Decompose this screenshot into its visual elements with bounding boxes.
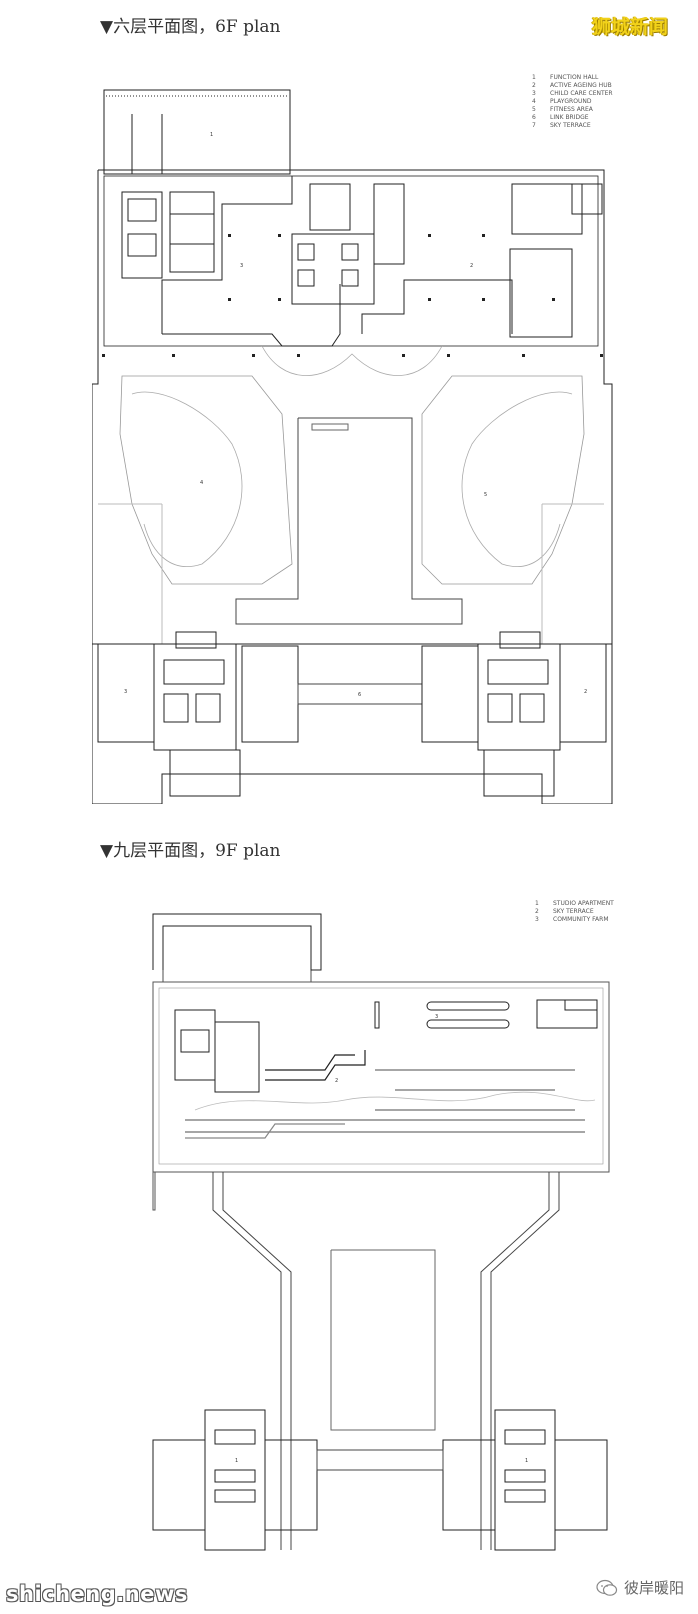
plan6-room-label: 3 <box>124 689 127 695</box>
legend-item: 7 SKY TERRACE <box>532 122 613 130</box>
courtyard-outline <box>235 417 463 625</box>
wechat-icon <box>596 1579 618 1596</box>
plan6-room-label: 6 <box>358 692 361 698</box>
legend-label: SKY TERRACE <box>550 122 591 129</box>
plan6-drawing: 1 3 2 4 5 3 6 2 <box>92 89 613 804</box>
plan9-room-label: 1 <box>525 1458 528 1464</box>
plan9-caption: ▼九层平面图，9F plan <box>100 841 281 861</box>
plan9-room-label: 2 <box>335 1078 338 1084</box>
legend-number: 3 <box>532 90 536 97</box>
legend-number: 1 <box>532 74 536 81</box>
legend-number: 7 <box>532 122 536 129</box>
legend-number: 2 <box>535 908 539 915</box>
legend-number: 4 <box>532 98 536 105</box>
legend-label: COMMUNITY FARM <box>553 916 609 923</box>
legend-number: 2 <box>532 82 536 89</box>
tower-right-wing <box>559 643 607 743</box>
legend-item: 5 FITNESS AREA <box>532 106 613 114</box>
top-block <box>152 913 322 971</box>
legend-item: 6 LINK BRIDGE <box>532 114 613 122</box>
legend-item: 4 PLAYGROUND <box>532 98 613 106</box>
legend-label: LINK BRIDGE <box>550 114 589 121</box>
plan6-room-label: 3 <box>240 263 243 269</box>
legend-item: 1 STUDIO APARTMENT <box>535 900 614 908</box>
function-hall-block <box>103 89 291 175</box>
legend-number: 3 <box>535 916 539 923</box>
watermark-top-right: 狮城新闻 <box>591 16 668 38</box>
legend-number: 6 <box>532 114 536 121</box>
plan9-room-label: 1 <box>235 1458 238 1464</box>
garden-right <box>421 375 585 585</box>
legend-item: 3 COMMUNITY FARM <box>535 916 614 924</box>
right-tower-9f <box>494 1409 556 1551</box>
legend-number: 5 <box>532 106 536 113</box>
left-core <box>121 191 163 279</box>
plan6-room-label: 1 <box>210 132 213 138</box>
link-bridge-9f <box>316 1449 444 1471</box>
watermark-bottom-right: 彼岸暖阳 <box>596 1577 684 1598</box>
legend-label: STUDIO APARTMENT <box>553 900 614 907</box>
legend-label: ACTIVE AGEING HUB <box>550 82 612 89</box>
legend-number: 1 <box>535 900 539 907</box>
plan9-room-label: 3 <box>435 1014 438 1020</box>
tower-left-stair <box>169 749 241 797</box>
legend-label: FITNESS AREA <box>550 106 593 113</box>
legend-label: PLAYGROUND <box>550 98 592 105</box>
left-tower-9f <box>204 1409 266 1551</box>
legend-label: SKY TERRACE <box>553 908 594 915</box>
center-core <box>291 233 375 305</box>
legend-label: FUNCTION HALL <box>550 74 599 81</box>
plan9-drawing: 3 2 1 1 <box>152 913 610 1551</box>
main-slab <box>152 981 610 1173</box>
lower-outline <box>152 1172 156 1211</box>
watermark-bottom-left: shicheng.news <box>6 1582 188 1606</box>
plan6-caption: ▼六层平面图，6F plan <box>100 17 281 37</box>
plan6-room-label: 5 <box>484 492 487 498</box>
garden-left <box>119 375 293 585</box>
legend-label: CHILD CARE CENTER <box>550 90 613 97</box>
legend-item: 3 CHILD CARE CENTER <box>532 90 613 98</box>
plan6-room-label: 2 <box>584 689 587 695</box>
legend-item: 2 SKY TERRACE <box>535 908 614 916</box>
watermark-bottom-right-text: 彼岸暖阳 <box>623 1579 684 1597</box>
plan9-legend: 1 STUDIO APARTMENT 2 SKY TERRACE 3 COMMUNITY … <box>535 900 614 924</box>
plan6-legend: 1 FUNCTION HALL 2 ACTIVE AGEING HUB 3 CHILD C… <box>532 74 613 130</box>
main-outer-wall <box>92 169 613 804</box>
plan6-room-label: 4 <box>200 480 203 486</box>
plan6-room-label: 2 <box>470 263 473 269</box>
legend-item: 2 ACTIVE AGEING HUB <box>532 82 613 90</box>
legend-item: 1 FUNCTION HALL <box>532 74 613 82</box>
